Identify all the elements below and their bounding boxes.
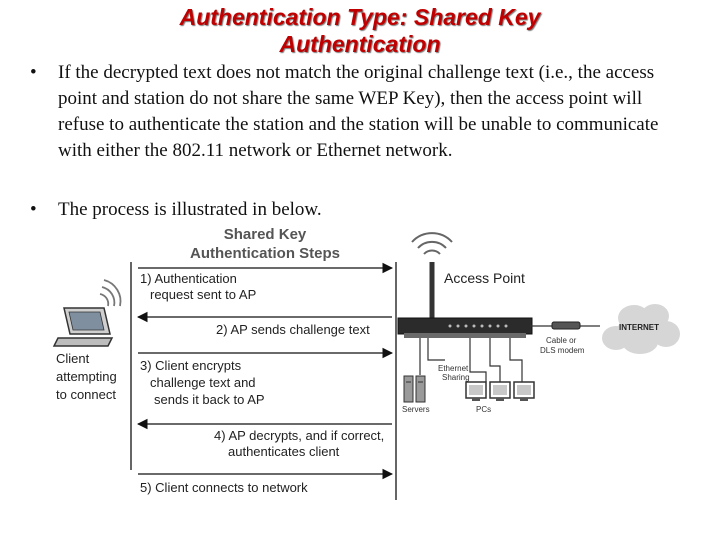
server-icon — [403, 375, 426, 403]
pc-icon — [465, 381, 487, 401]
step-3-label-line2: challenge text and — [150, 375, 256, 390]
access-point-label: Access Point — [444, 270, 525, 286]
diagram-title-line1: Shared Key — [223, 226, 307, 243]
bullet-marker: • — [30, 199, 37, 219]
client-label-line2: attempting — [56, 369, 117, 384]
step-5-label: 5) Client connects to network — [140, 480, 308, 495]
step-4-label-line2: authenticates client — [228, 444, 340, 459]
internet-label: INTERNET — [619, 323, 659, 332]
pc-icon — [513, 381, 535, 401]
pcs-label: PCs — [476, 405, 492, 414]
modem-label-line1: Cable or — [546, 336, 577, 345]
laptop-icon — [52, 307, 114, 347]
step-3-label-line1: 3) Client encrypts — [140, 358, 242, 373]
modem-icon — [551, 321, 581, 330]
internet-cloud-icon — [602, 304, 680, 354]
bullet-text: The process is illustrated in below. — [58, 199, 322, 219]
modem-label-line2: DLS modem — [540, 346, 585, 355]
step-3-label-line3: sends it back to AP — [154, 392, 265, 407]
access-point-device — [397, 317, 533, 338]
step-2-label: 2) AP sends challenge text — [216, 322, 370, 337]
bullet-item: • If the decrypted text does not match t… — [30, 60, 690, 164]
bullet-marker: • — [30, 62, 37, 83]
pc-icon — [489, 381, 511, 401]
wireless-signal-icon — [99, 279, 122, 307]
client-label-line3: to connect — [56, 387, 116, 402]
ethernet-label-line2: Sharing — [442, 373, 470, 382]
step-1-label-line1: 1) Authentication — [140, 271, 237, 286]
access-point-signal-icon — [411, 232, 453, 255]
step-1-label-line2: request sent to AP — [150, 287, 257, 302]
diagram-title-line2: Authentication Steps — [189, 245, 340, 262]
servers-label: Servers — [402, 405, 430, 414]
step-4-label-line1: 4) AP decrypts, and if correct, — [214, 428, 385, 443]
slide-title: Authentication Type: Shared Key Authenti… — [179, 4, 541, 57]
bullet-text: If the decrypted text does not match the… — [58, 62, 659, 161]
ethernet-cables — [419, 325, 600, 382]
bullet-item: • The process is illustrated in below. — [30, 197, 690, 219]
client-label-line1: Client — [56, 351, 90, 366]
ethernet-label-line1: Ethernet — [438, 364, 469, 373]
